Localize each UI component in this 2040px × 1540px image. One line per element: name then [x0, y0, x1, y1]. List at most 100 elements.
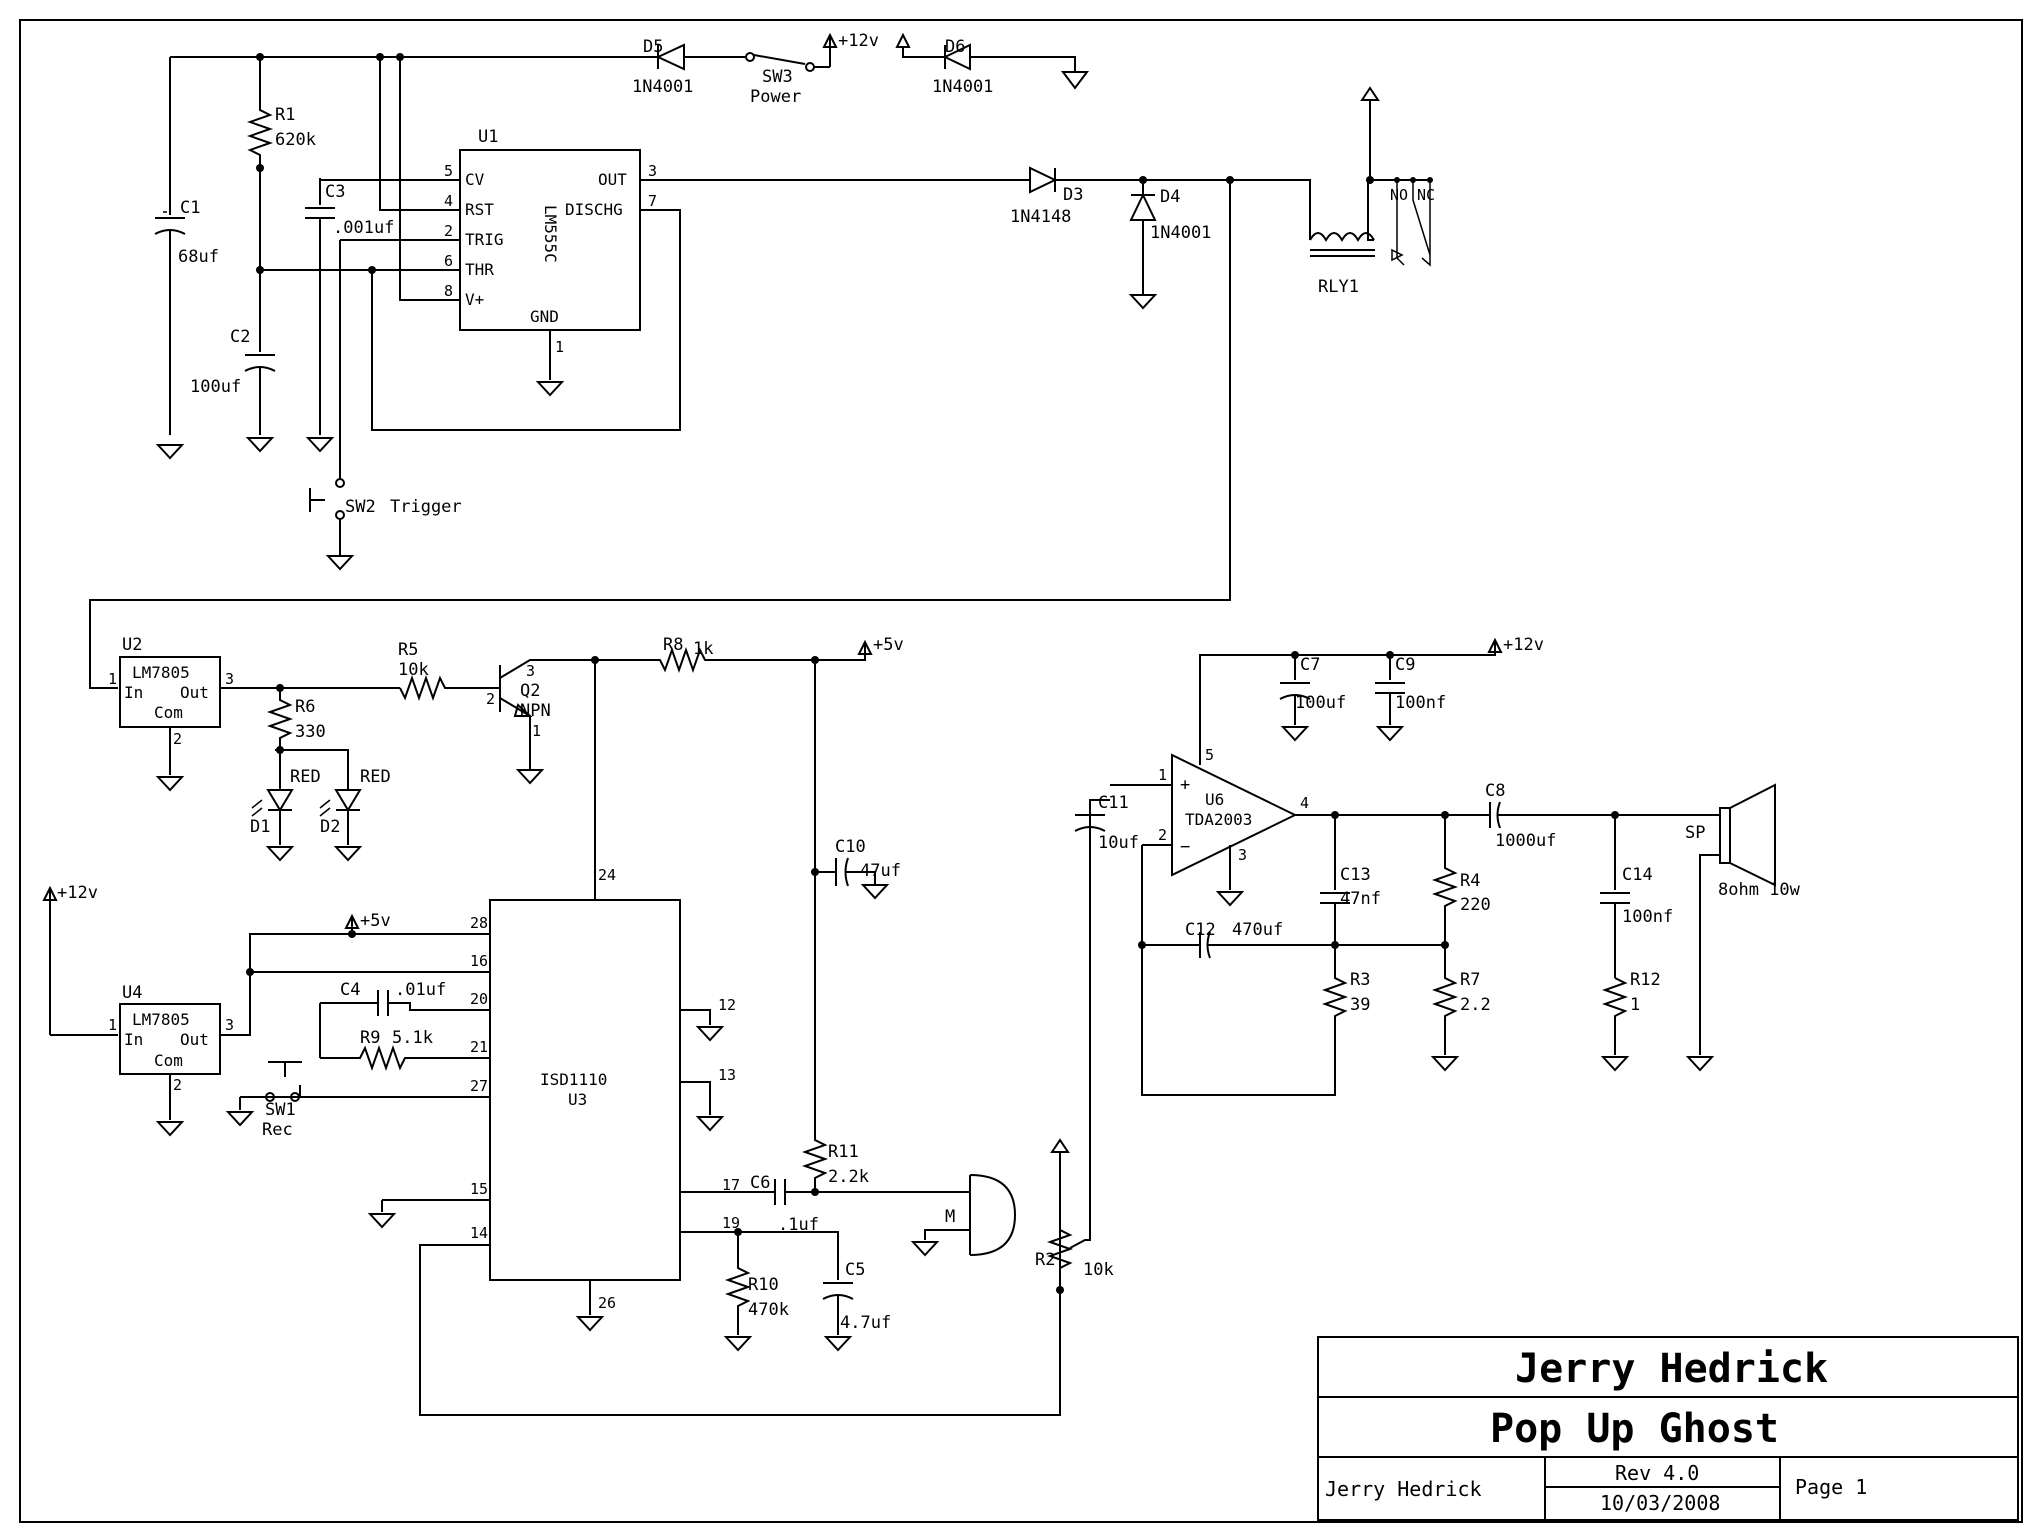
svg-text:D5: D5 — [643, 37, 663, 57]
svg-text:1N4001: 1N4001 — [932, 77, 993, 97]
power-switch-sw3[interactable]: SW3 Power — [745, 52, 830, 107]
svg-text:1: 1 — [1630, 995, 1640, 1015]
svg-text:+12v: +12v — [57, 883, 98, 903]
svg-text:C6: C6 — [750, 1173, 770, 1193]
svg-text:C2: C2 — [230, 327, 250, 347]
title-page: Page 1 — [1795, 1475, 1867, 1499]
svg-text:2.2k: 2.2k — [828, 1167, 869, 1187]
svg-text:26: 26 — [598, 1294, 616, 1312]
ic-u1-lm555: U1 CV RST TRIG THR V+ OUT DISCHG GND LM5… — [444, 127, 657, 397]
svg-text:R1: R1 — [275, 105, 295, 125]
svg-text:In: In — [124, 683, 143, 702]
relay-rly1: NO NC RLY1 — [1230, 86, 1435, 297]
svg-text:LM7805: LM7805 — [132, 1010, 190, 1029]
svg-text:C9: C9 — [1395, 655, 1415, 675]
capacitor-c10: C10 47uf — [811, 837, 901, 900]
resistor-r6: R6 330 — [266, 688, 349, 790]
potentiometer-r2[interactable]: R2 10k — [1035, 799, 1114, 1294]
svg-text:SW1: SW1 — [265, 1100, 296, 1120]
svg-text:SW3: SW3 — [762, 67, 793, 87]
svg-text:6: 6 — [444, 252, 453, 270]
svg-text:U6: U6 — [1205, 790, 1224, 809]
capacitor-c5: C5 4.7uf — [822, 1260, 891, 1352]
svg-text:U4: U4 — [122, 983, 142, 1003]
svg-text:17: 17 — [722, 1176, 740, 1194]
capacitor-c8: C8 1000uf — [1485, 781, 1690, 851]
svg-text:C3: C3 — [325, 182, 345, 202]
svg-text:Trigger: Trigger — [390, 497, 462, 517]
svg-text:3: 3 — [526, 662, 535, 680]
svg-text:CV: CV — [465, 170, 485, 189]
ic-u4-lm7805: U4 LM7805 In Out Com 1 3 2 — [108, 983, 234, 1137]
svg-text:1N4001: 1N4001 — [632, 77, 693, 97]
svg-text:R9: R9 — [360, 1028, 380, 1048]
trigger-switch-sw2[interactable]: SW2 Trigger — [309, 478, 462, 571]
title-date: 10/03/2008 — [1600, 1491, 1720, 1515]
svg-text:D3: D3 — [1063, 185, 1083, 205]
svg-text:39: 39 — [1350, 995, 1370, 1015]
transistor-q2: Q2 NPN 3 2 1 — [480, 659, 595, 785]
svg-text:1000uf: 1000uf — [1495, 831, 1556, 851]
vcc-12v-top: +12v — [822, 31, 879, 67]
svg-text:1: 1 — [108, 670, 117, 688]
amplifier-section: +12v C7 100uf C9 100nf + − U6 TDA2003 1 … — [1074, 635, 1801, 1096]
diode-d3: D3 1N4148 — [1010, 166, 1230, 227]
svg-text:DISCHG: DISCHG — [565, 200, 623, 219]
resistor-r3: R3 39 — [1321, 945, 1370, 1030]
svg-text:D2: D2 — [320, 817, 340, 837]
svg-text:NO: NO — [1390, 186, 1408, 204]
svg-text:.01uf: .01uf — [395, 980, 446, 1000]
svg-text:THR: THR — [465, 260, 494, 279]
led-d1: RED D1 — [250, 750, 321, 862]
svg-text:C13: C13 — [1340, 865, 1371, 885]
svg-text:NPN: NPN — [520, 701, 551, 721]
capacitor-c12: C12 470uf — [1138, 845, 1445, 1096]
svg-text:RED: RED — [360, 767, 391, 787]
svg-text:GND: GND — [530, 307, 559, 326]
capacitor-c9: C9 100nf — [1375, 655, 1446, 742]
resistor-r12: R12 1 — [1600, 970, 1661, 1072]
svg-text:+12v: +12v — [1503, 635, 1544, 655]
svg-text:21: 21 — [470, 1038, 488, 1056]
vcc-12v-amp: +12v — [1199, 635, 1544, 765]
svg-text:M: M — [945, 1207, 955, 1227]
title-drawn-by: Jerry Hedrick — [1325, 1477, 1482, 1501]
svg-text:28: 28 — [470, 914, 488, 932]
title-designer: Jerry Hedrick — [1515, 1346, 1828, 1392]
svg-text:OUT: OUT — [598, 170, 627, 189]
svg-text:100nf: 100nf — [1395, 693, 1446, 713]
resistor-r7: R7 2.2 — [1430, 945, 1491, 1072]
svg-text:R7: R7 — [1460, 970, 1480, 990]
svg-text:1: 1 — [532, 722, 541, 740]
svg-text:+5v: +5v — [873, 635, 904, 655]
svg-text:2: 2 — [173, 1076, 182, 1094]
svg-text:5: 5 — [444, 162, 453, 180]
svg-text:47nf: 47nf — [1340, 889, 1381, 909]
svg-text:D6: D6 — [945, 37, 965, 57]
svg-text:2: 2 — [444, 222, 453, 240]
svg-text:24: 24 — [598, 866, 616, 884]
svg-text:Power: Power — [750, 87, 801, 107]
svg-text:13: 13 — [718, 1066, 736, 1084]
diode-d4: D4 1N4001 — [1128, 180, 1211, 310]
title-project: Pop Up Ghost — [1490, 1406, 1779, 1452]
svg-text:3: 3 — [225, 1016, 234, 1034]
ic-u2-lm7805: U2 LM7805 In Out Com 1 3 2 — [108, 635, 234, 792]
svg-text:+12v: +12v — [838, 31, 879, 51]
svg-text:U2: U2 — [122, 635, 142, 655]
svg-text:Com: Com — [154, 703, 183, 722]
svg-text:470uf: 470uf — [1232, 920, 1283, 940]
capacitor-c2: C2 100uf — [190, 270, 276, 453]
svg-text:RED: RED — [290, 767, 321, 787]
svg-text:RLY1: RLY1 — [1318, 277, 1359, 297]
svg-text:C5: C5 — [845, 1260, 865, 1280]
svg-text:100uf: 100uf — [190, 377, 241, 397]
svg-text:620k: 620k — [275, 130, 316, 150]
record-switch-sw1[interactable]: SW1 Rec — [225, 1061, 490, 1140]
svg-text:14: 14 — [470, 1224, 488, 1242]
svg-text:C10: C10 — [835, 837, 866, 857]
opamp-u6-tda2003: + − U6 TDA2003 1 2 5 4 3 — [1110, 746, 1309, 907]
capacitor-c4: C4 .01uf — [319, 980, 490, 1058]
svg-text:470k: 470k — [748, 1300, 789, 1320]
